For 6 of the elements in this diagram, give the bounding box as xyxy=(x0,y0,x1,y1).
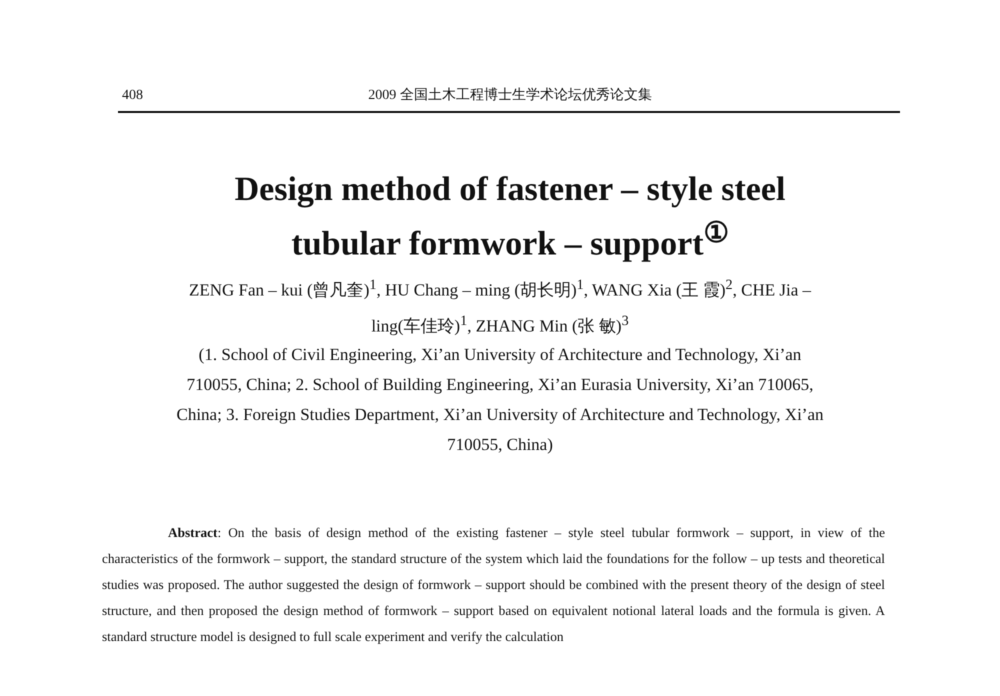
paper-title: Design method of fastener – style steel tubular formwork – support$^{①}$ xyxy=(234,170,786,264)
author-list: ZENG Fan – kui (曾凡奎)$^{1}$, HU Chang – ming (胡长明)$^{1}$, WANG Xia (王 霞)$^{2}$, CHE Jia – ling(车佳玲)$^{1}$, ZHANG Min (张 敏)$^{3}$ xyxy=(180,270,820,342)
page-number: 408 xyxy=(122,87,144,105)
abstract-paragraph: Abstract: On the basis of design method of the existing fastener – style steel tubular formwork – support, in view of the characteristics of the formwork – support, the standard structure of the system which laid the foundations for the follow – up tests and theoretical studies was proposed. The author suggested the design of formwork – support should be combined with the present theory of the design of steel structure, and then proposed the design method of formwork – support based on equivalent notional lateral loads and the formula is given. A standard structure model is designed to full scale experiment and verify the calculation xyxy=(102,524,885,646)
running-header: 2009 全国土木工程博士生学术论坛优秀论文集 xyxy=(367,86,653,105)
affiliations: (1. School of Civil Engineering, Xi’an University of Architecture and Technology, Xi’an 710055, China; 2. School of Building Engineering, Xi’an Eurasia University, Xi’an 710065, China; 3. Foreign Studies Department, Xi’an University of Architecture and Technology, Xi’an 710055, China) xyxy=(175,344,825,456)
